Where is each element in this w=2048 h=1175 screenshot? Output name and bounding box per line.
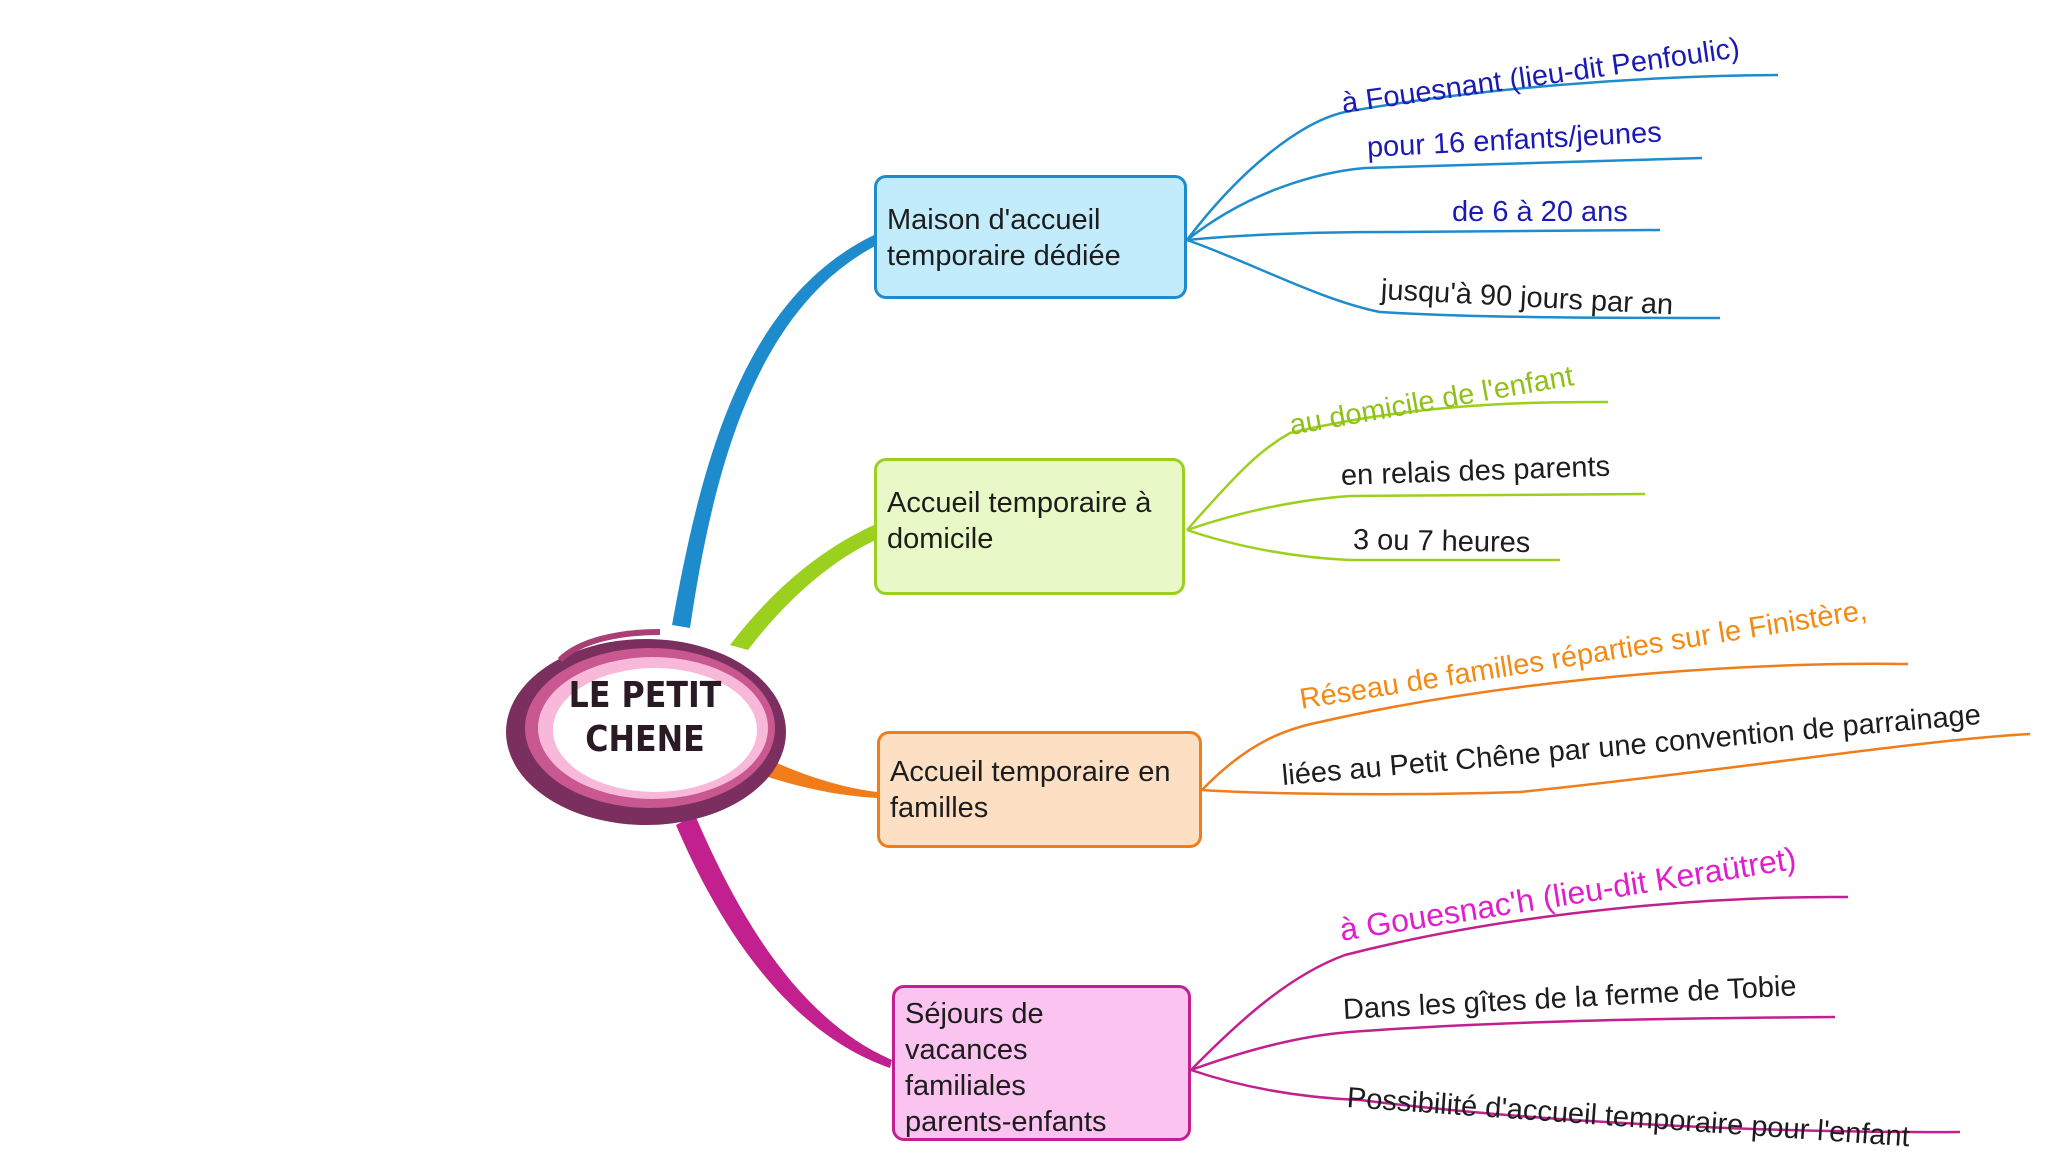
leaf-line-gouesnach — [1190, 895, 1849, 1071]
node-maison-accueil-label: Maison d'accueil temporaire dédiée — [887, 204, 1121, 272]
leaf-3-7-heures[interactable]: 3 ou 7 heures — [1352, 524, 1531, 560]
leaf-6-20-ans[interactable]: de 6 à 20 ans — [1452, 196, 1628, 228]
node-accueil-domicile-label: Accueil temporaire à domicile — [887, 487, 1152, 555]
central-node-title: LE PETIT CHENE — [568, 675, 722, 760]
trunk-maison — [672, 235, 877, 628]
trunk-sejours — [676, 815, 892, 1068]
leaf-line-6-20-ans — [1186, 228, 1661, 242]
sejours-leaf-lines — [1190, 895, 1961, 1134]
leaf-line-16-enfants — [1186, 156, 1703, 241]
leaf-line-possibilite — [1190, 1068, 1961, 1134]
leaf-line-en-relais — [1186, 492, 1646, 532]
maison-leaf-lines — [1186, 73, 1779, 320]
node-accueil-domicile[interactable]: Accueil temporaire à domicile — [874, 458, 1185, 595]
node-maison-accueil[interactable]: Maison d'accueil temporaire dédiée — [874, 175, 1187, 299]
leaf-line-90-jours — [1186, 238, 1721, 320]
leaf-line-au-domicile — [1186, 400, 1609, 531]
trunk-familles — [765, 760, 877, 798]
node-accueil-familles[interactable]: Accueil temporaire en familles — [877, 731, 1202, 848]
node-sejours-vacances-label: Séjours de vacances familiales parents-e… — [905, 998, 1107, 1138]
leaf-line-reseau — [1201, 662, 1909, 791]
familles-leaf-lines — [1201, 662, 2031, 796]
leaf-line-3-7-heures — [1186, 528, 1560, 562]
leaf-line-gites — [1190, 1015, 1836, 1072]
leaf-line-convention — [1201, 732, 2031, 796]
domicile-leaf-lines — [1186, 400, 1646, 562]
leaf-line-fouesnant — [1186, 73, 1779, 241]
node-accueil-familles-label: Accueil temporaire en familles — [890, 756, 1171, 824]
trunk-domicile — [730, 525, 876, 650]
node-sejours-vacances[interactable]: Séjours de vacances familiales parents-e… — [892, 985, 1191, 1141]
central-node[interactable] — [506, 629, 786, 825]
